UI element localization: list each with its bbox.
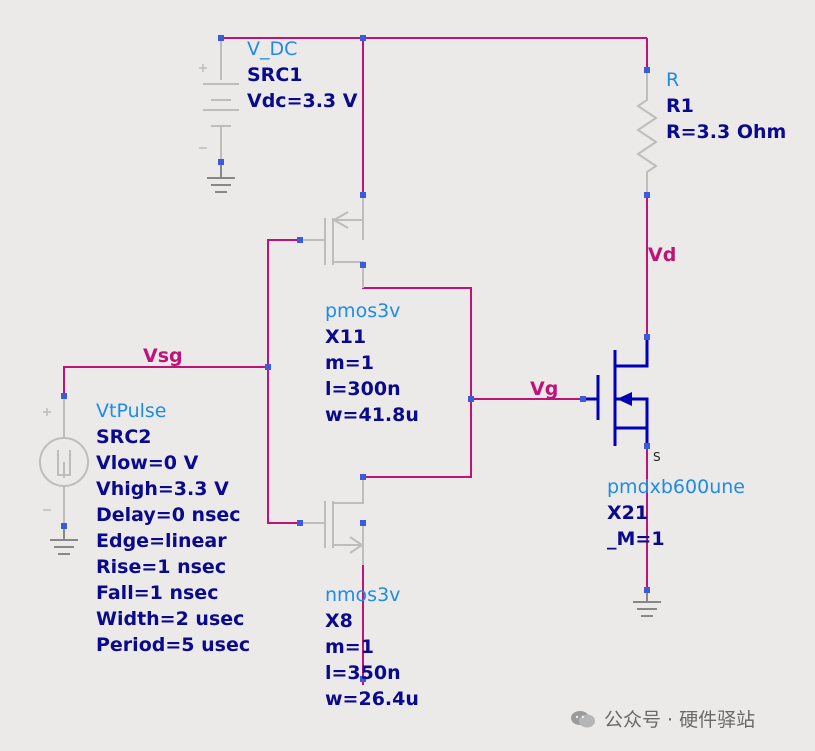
pmos-param-l: l=300n xyxy=(325,378,401,400)
power-mos-id: X21 xyxy=(607,502,649,524)
watermark-text: 公众号 · 硬件驿站 xyxy=(604,709,756,731)
vdc-source-polarity xyxy=(199,64,207,149)
resistor-r1-symbol xyxy=(636,70,658,195)
pmos-type: pmos3v xyxy=(325,300,401,322)
vtpulse-labels: VtPulse SRC2 Vlow=0 V Vhigh=3.3 V Delay=… xyxy=(96,398,250,658)
nmos-param-l: l=350n xyxy=(325,662,401,684)
vdc-source-symbol xyxy=(203,38,239,162)
nmos-type: nmos3v xyxy=(325,584,401,606)
power-mos-type: pmdxb600une xyxy=(607,476,745,498)
nmos-param-w: w=26.4u xyxy=(325,688,419,710)
ground-symbol-vtpulse xyxy=(50,526,78,555)
pmos-x11-symbol xyxy=(300,195,364,288)
vtpulse-source-polarity xyxy=(43,408,51,511)
net-label-vsg: Vsg xyxy=(143,345,183,367)
vtpulse-param-edge: Edge=linear xyxy=(96,530,227,552)
pmos-param-m: m=1 xyxy=(325,352,374,374)
vdc-param: Vdc=3.3 V xyxy=(247,90,358,112)
vtpulse-param-fall: Fall=1 nsec xyxy=(96,582,219,604)
wire-gate-rail xyxy=(267,239,300,524)
vdc-id: SRC1 xyxy=(247,64,303,86)
power-mos-param-m: _M=1 xyxy=(607,528,665,550)
vtpulse-id: SRC2 xyxy=(96,426,152,448)
nmos-id: X8 xyxy=(325,610,353,632)
vtpulse-param-vhigh: Vhigh=3.3 V xyxy=(96,478,229,500)
vdc-type: V_DC xyxy=(247,38,298,60)
ground-symbol-power-mos xyxy=(633,590,661,617)
pmos-labels: pmos3v X11 m=1 l=300n w=41.8u xyxy=(325,298,419,428)
vtpulse-param-rise: Rise=1 nsec xyxy=(96,556,227,578)
connection-nodes xyxy=(61,35,650,682)
nmos-param-m: m=1 xyxy=(325,636,374,658)
wire-vsg xyxy=(63,366,268,396)
net-label-vd: Vd xyxy=(648,244,677,266)
vtpulse-param-vlow: Vlow=0 V xyxy=(96,452,199,474)
vtpulse-source-symbol xyxy=(39,396,89,526)
power-mos-arrow xyxy=(617,392,632,406)
power-mos-pin-label: S xyxy=(653,450,661,464)
vtpulse-param-period: Period=5 usec xyxy=(96,634,251,656)
resistor-param: R=3.3 Ohm xyxy=(666,121,787,143)
power-mos-labels: pmdxb600une X21 _M=1 xyxy=(607,474,745,552)
resistor-type: R xyxy=(666,69,680,91)
resistor-labels: R R1 R=3.3 Ohm xyxy=(666,67,786,145)
watermark: 公众号 · 硬件驿站 xyxy=(570,705,755,732)
nmos-x8-symbol xyxy=(300,477,364,565)
power-mos-x21-symbol xyxy=(583,337,649,446)
pmos-param-w: w=41.8u xyxy=(325,404,419,426)
net-label-vg: Vg xyxy=(530,378,559,400)
vtpulse-type: VtPulse xyxy=(96,400,167,422)
vdc-labels: V_DC SRC1 Vdc=3.3 V xyxy=(247,36,357,114)
vtpulse-param-width: Width=2 usec xyxy=(96,608,245,630)
resistor-id: R1 xyxy=(666,95,694,117)
wechat-icon xyxy=(571,710,595,727)
ground-symbol-vdc xyxy=(207,162,235,193)
pmos-id: X11 xyxy=(325,326,367,348)
nmos-labels: nmos3v X8 m=1 l=350n w=26.4u xyxy=(325,582,419,712)
vtpulse-param-delay: Delay=0 nsec xyxy=(96,504,241,526)
